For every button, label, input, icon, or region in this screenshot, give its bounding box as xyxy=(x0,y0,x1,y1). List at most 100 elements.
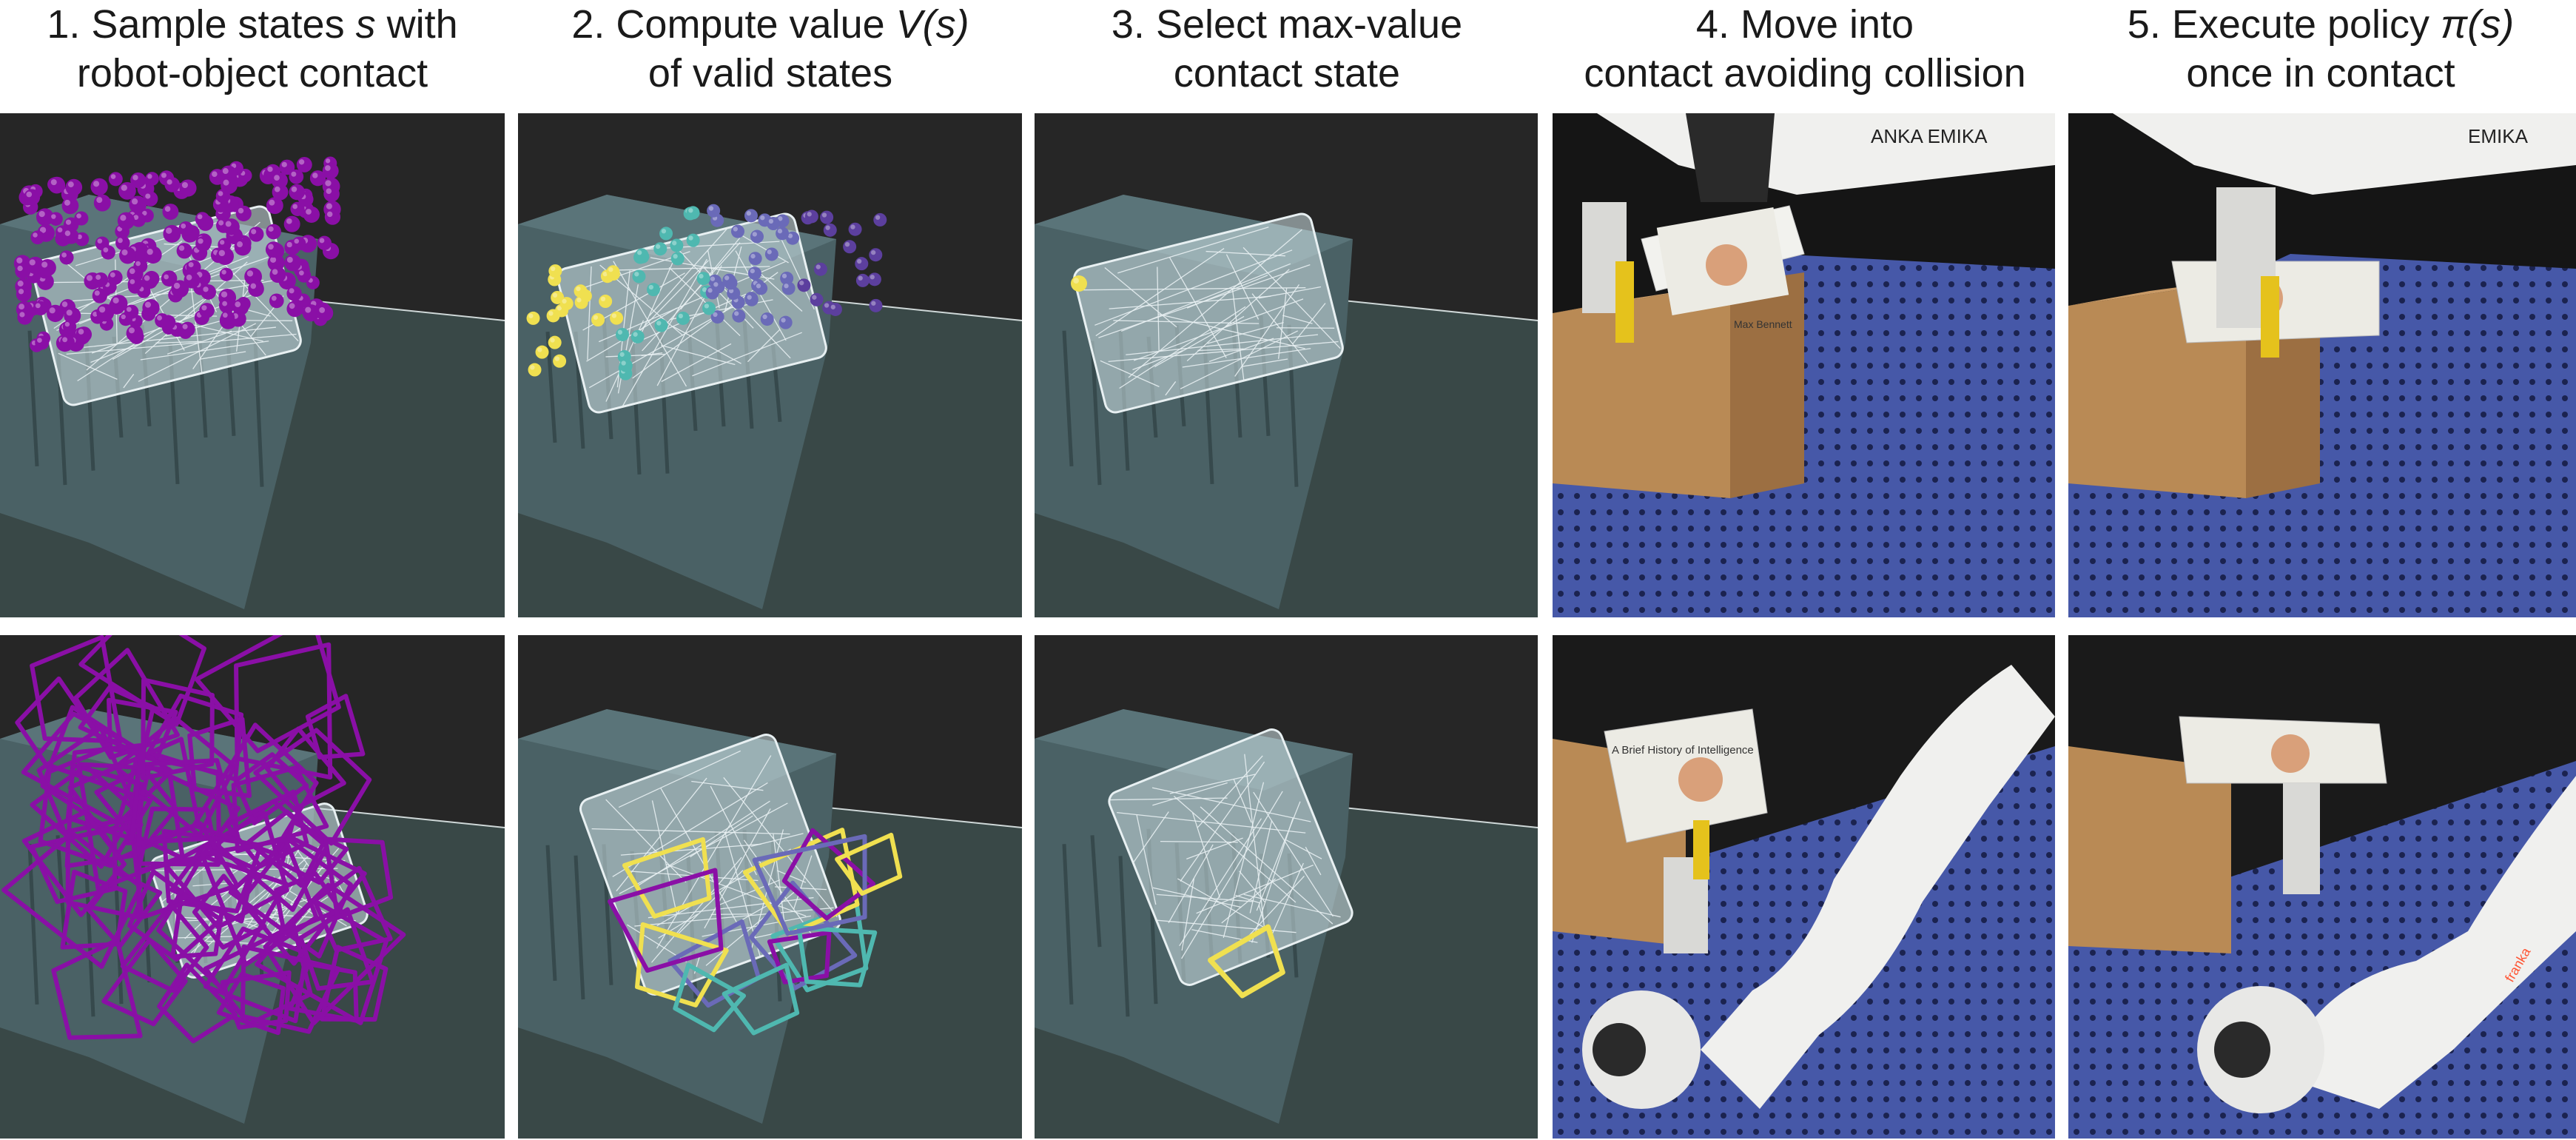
contact-point xyxy=(559,297,574,311)
sim-panel-value-points xyxy=(518,113,1022,617)
contact-point xyxy=(869,248,883,262)
point-highlight xyxy=(326,188,332,194)
point-highlight xyxy=(57,227,63,232)
mesh-edge xyxy=(1182,348,1311,368)
gripper-outline-shape xyxy=(220,970,292,1030)
point-highlight xyxy=(286,241,292,248)
contact-point xyxy=(309,170,326,187)
point-highlight xyxy=(699,273,704,279)
mesh-edge xyxy=(618,750,741,808)
point-highlight xyxy=(129,268,135,275)
mesh-edge xyxy=(1133,298,1304,361)
point-highlight xyxy=(145,193,151,199)
mesh-edge xyxy=(773,834,786,929)
mesh-edge xyxy=(1231,288,1245,381)
mesh-edge xyxy=(605,353,665,358)
mesh-edge xyxy=(1242,247,1341,349)
point-highlight xyxy=(238,207,244,214)
point-highlight xyxy=(1073,278,1079,284)
point-highlight xyxy=(760,215,765,221)
contact-point xyxy=(722,273,736,287)
contact-point xyxy=(17,309,33,325)
step-1-var: s xyxy=(355,2,376,47)
step-2-text-line2: of valid states xyxy=(648,51,893,95)
point-highlight xyxy=(66,309,73,316)
mesh-edge xyxy=(1152,887,1242,908)
point-highlight xyxy=(672,241,677,246)
point-highlight xyxy=(225,221,232,227)
contact-point xyxy=(619,358,633,372)
point-highlight xyxy=(212,171,218,177)
mesh-edge xyxy=(1168,844,1214,923)
gripper-outline xyxy=(608,868,724,973)
contact-point xyxy=(855,273,870,287)
contact-point xyxy=(179,179,197,197)
mesh-edge xyxy=(66,333,297,355)
mesh-edge xyxy=(1180,761,1265,882)
contact-point xyxy=(316,304,334,322)
point-highlight xyxy=(633,332,638,337)
mesh-edge xyxy=(735,250,787,341)
gripper-outline-shape xyxy=(30,635,123,744)
gripper-outline-shape xyxy=(752,834,867,936)
contact-point xyxy=(127,277,142,292)
point-highlight xyxy=(221,269,226,275)
point-highlight xyxy=(17,265,23,272)
sim-scene xyxy=(0,635,505,1139)
point-highlight xyxy=(218,191,223,196)
gripper-outline xyxy=(192,722,319,856)
contact-point xyxy=(574,295,588,309)
gripper-outline xyxy=(752,834,867,936)
point-highlight xyxy=(704,304,710,309)
box-crease xyxy=(1062,330,1074,467)
mesh-edge xyxy=(717,879,781,906)
point-highlight xyxy=(576,298,582,303)
mesh-edge xyxy=(123,374,135,389)
contact-point xyxy=(686,233,700,247)
point-highlight xyxy=(222,301,227,306)
mesh-edge xyxy=(656,755,772,949)
point-highlight xyxy=(781,273,787,278)
svg-text:EMIKA: EMIKA xyxy=(2468,125,2529,147)
contact-point xyxy=(744,209,758,223)
gripper-outline xyxy=(673,962,747,1033)
mesh-edge xyxy=(1282,315,1313,324)
point-highlight xyxy=(870,275,875,280)
contact-point xyxy=(781,281,796,295)
point-highlight xyxy=(131,198,138,205)
point-highlight xyxy=(756,284,761,289)
point-highlight xyxy=(530,365,535,370)
box-crease xyxy=(574,855,585,1000)
point-highlight xyxy=(724,275,730,281)
contact-point xyxy=(272,184,289,201)
point-highlight xyxy=(201,305,207,311)
mesh-edge xyxy=(1241,358,1288,367)
box-crease xyxy=(1062,844,1074,1005)
contact-point xyxy=(289,184,305,201)
contact-point xyxy=(296,157,312,172)
sim-panel-max-gripper xyxy=(1035,635,1538,1139)
contact-point xyxy=(216,247,235,266)
point-highlight xyxy=(65,219,72,225)
mesh-edge xyxy=(776,870,807,883)
mesh-edge xyxy=(673,326,741,364)
point-highlight xyxy=(94,290,100,296)
point-highlight xyxy=(35,303,41,309)
point-highlight xyxy=(222,168,229,175)
point-highlight xyxy=(64,321,70,327)
contact-point xyxy=(647,283,660,297)
contact-point xyxy=(93,194,111,212)
point-highlight xyxy=(181,223,186,229)
contact-point xyxy=(118,181,136,200)
gripper-outline-shape xyxy=(263,882,406,1026)
sim-panel-sample-grippers xyxy=(0,635,505,1139)
point-highlight xyxy=(319,238,325,244)
contact-point xyxy=(96,304,115,322)
point-highlight xyxy=(237,241,243,248)
point-highlight xyxy=(64,230,71,236)
sim-scene xyxy=(518,113,1022,617)
point-highlight xyxy=(157,315,162,321)
point-highlight xyxy=(144,275,150,281)
contact-point xyxy=(750,229,764,244)
mesh-edge xyxy=(676,870,744,936)
